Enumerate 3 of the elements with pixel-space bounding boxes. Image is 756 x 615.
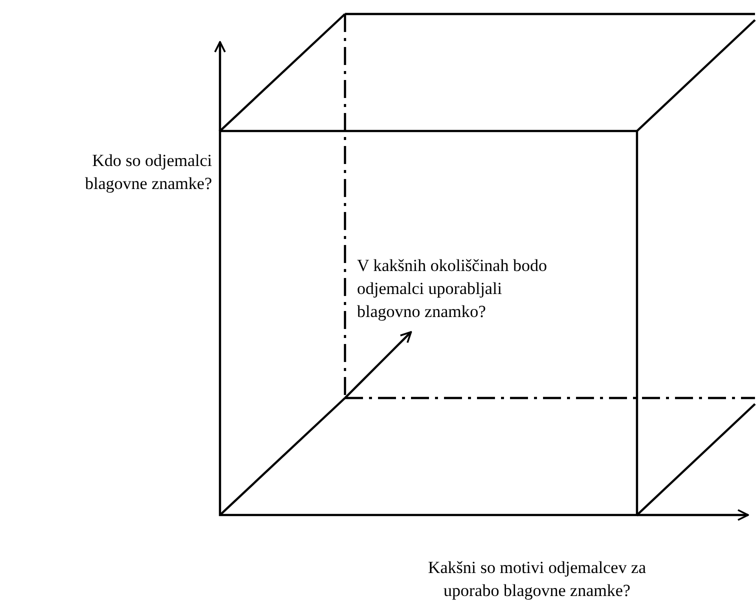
axis-label: V kakšnih okoliščinah bodo odjemalci uporabljali blagovno znamko? (357, 255, 548, 323)
axis-label: Kakšni so motivi odjemalcev za uporabo blagovne znamke? (426, 557, 648, 602)
axis-label: Kdo so odjemalci blagovne znamke? (84, 150, 212, 195)
